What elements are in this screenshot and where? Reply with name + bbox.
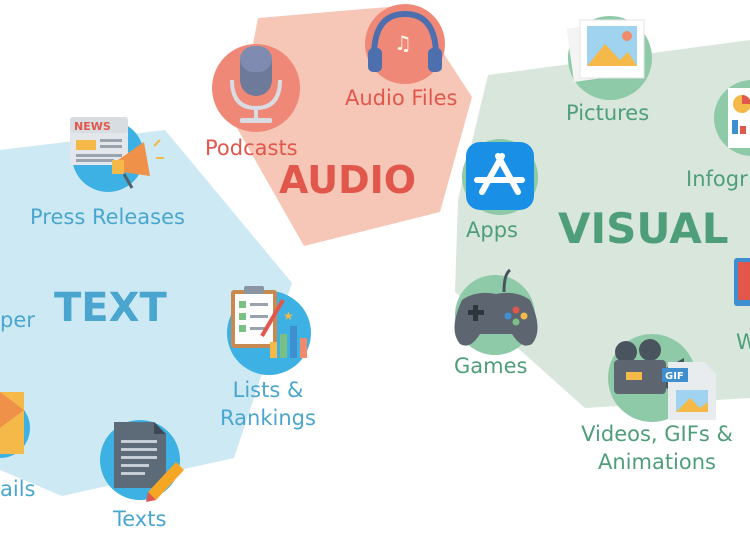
text-group-title: TEXT	[54, 285, 167, 331]
label-paper-partial: per	[0, 308, 35, 332]
label-lists-line1: Lists &	[232, 378, 304, 402]
microphone-icon	[212, 44, 300, 132]
label-games: Games	[454, 354, 528, 378]
clipboard-checklist-icon	[227, 286, 311, 375]
label-emails-partial: ails	[0, 477, 36, 501]
label-audio-files: Audio Files	[345, 86, 458, 110]
label-pictures: Pictures	[566, 101, 650, 125]
news-icon-label: NEWS	[74, 120, 111, 133]
label-lists-line2: Rankings	[220, 406, 316, 430]
label-texts: Texts	[113, 507, 167, 531]
game-controller-icon	[454, 268, 538, 355]
headphones-icon: ♫	[365, 4, 445, 84]
audio-group-title: AUDIO	[279, 158, 417, 202]
label-podcasts: Podcasts	[205, 136, 298, 160]
text-group-panel	[0, 130, 292, 496]
gif-icon-label: GIF	[665, 371, 684, 382]
label-lists-rankings: Lists & Rankings	[214, 376, 322, 432]
gif-file-icon: GIF	[662, 362, 716, 420]
pictures-icon	[566, 16, 652, 100]
infographics-icon	[714, 80, 750, 156]
newspaper-icon: NEWS	[70, 117, 144, 192]
app-store-icon[interactable]	[462, 139, 538, 215]
label-press-releases: Press Releases	[30, 205, 185, 229]
monitor-icon	[734, 258, 750, 306]
label-partial-w: W	[736, 330, 750, 354]
visual-group-title: VISUAL	[558, 204, 729, 253]
music-note-icon: ♫	[394, 31, 412, 55]
label-videos-line2: Animations	[597, 450, 716, 474]
label-videos-line1: Videos, GIFs &	[581, 422, 733, 446]
document-icon	[100, 420, 184, 502]
svg-text:★: ★	[283, 309, 294, 323]
ranking-bars-icon: ★	[270, 309, 307, 358]
label-videos-gifs-animations: Videos, GIFs & Animations	[568, 420, 746, 476]
label-apps: Apps	[466, 218, 518, 242]
label-infographics-partial: Infogr	[686, 167, 748, 191]
envelope-icon	[0, 392, 30, 458]
megaphone-icon	[112, 139, 164, 189]
